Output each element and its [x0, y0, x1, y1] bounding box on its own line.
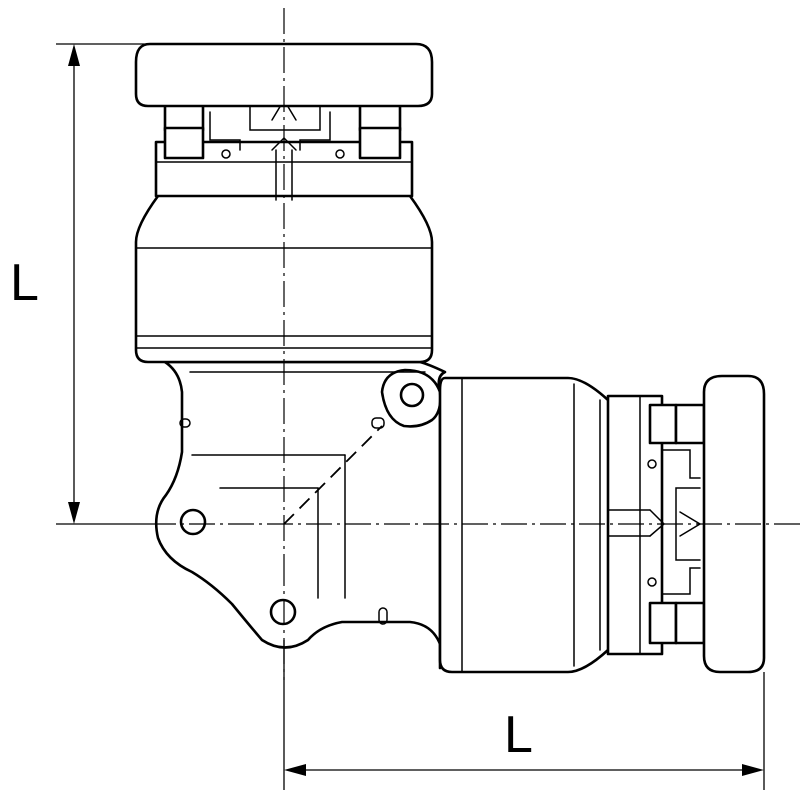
dim-arrow-bottom: [68, 502, 80, 524]
horizontal-dimension-label: L: [504, 706, 533, 764]
elbow-body: [154, 360, 447, 670]
vertical-dimension: [56, 43, 150, 525]
vertical-dimension-label: L: [10, 254, 39, 312]
hidden-flow-line: [283, 425, 383, 525]
dim-arrow-left: [284, 764, 306, 776]
dim-arrow-top: [68, 44, 80, 66]
horizontal-dimension: [283, 640, 765, 790]
right-fitting: [438, 374, 766, 674]
dim-arrow-right: [742, 764, 764, 776]
